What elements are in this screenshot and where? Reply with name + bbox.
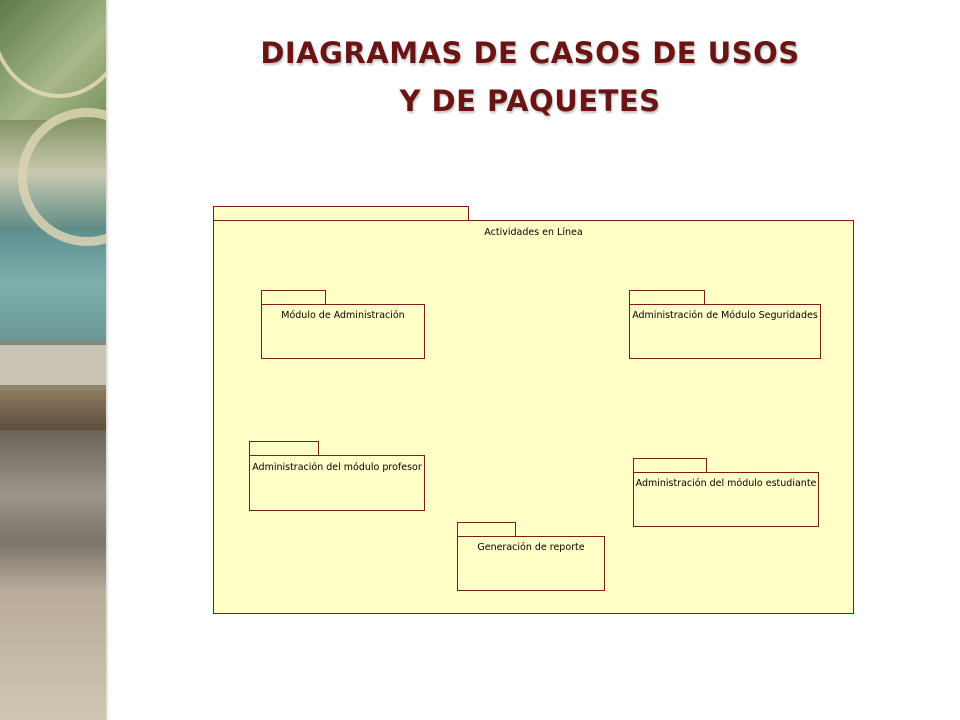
slide-title-line-2: Y DE PAQUETES bbox=[399, 84, 661, 118]
package-administracion[interactable] bbox=[261, 304, 425, 359]
decorative-ring-large bbox=[0, 0, 106, 98]
strip-edge-divider bbox=[106, 0, 109, 720]
package-tab-administracion bbox=[261, 290, 326, 305]
package-label-administracion: Módulo de Administración bbox=[281, 310, 405, 321]
package-profesor[interactable] bbox=[249, 455, 425, 511]
decorative-photo-strip bbox=[0, 0, 106, 720]
package-label-estudiante: Administración del módulo estudiante bbox=[635, 478, 817, 489]
photo-ground-area bbox=[0, 590, 106, 720]
package-label-reporte: Generación de reporte bbox=[477, 542, 585, 553]
photo-roof-area bbox=[0, 345, 106, 385]
package-seguridades[interactable] bbox=[629, 304, 821, 359]
package-label-seguridades: Administración de Módulo Seguridades bbox=[632, 310, 818, 321]
slide-title-line-1: DIAGRAMAS DE CASOS DE USOS bbox=[260, 36, 800, 70]
container-package-label: Actividades en Línea bbox=[484, 227, 583, 238]
package-label-profesor: Administración del módulo profesor bbox=[252, 462, 422, 473]
package-reporte[interactable] bbox=[457, 536, 605, 591]
package-tab-seguridades bbox=[629, 290, 705, 305]
photo-people-area bbox=[0, 430, 106, 590]
package-estudiante[interactable] bbox=[633, 472, 819, 527]
photo-wall-area bbox=[0, 230, 106, 340]
decorative-ring-medium bbox=[18, 108, 106, 246]
package-tab-reporte bbox=[457, 522, 516, 537]
photo-awning-area bbox=[0, 390, 106, 430]
container-package-tab bbox=[213, 206, 469, 221]
package-tab-profesor bbox=[249, 441, 319, 456]
package-tab-estudiante bbox=[633, 458, 707, 473]
